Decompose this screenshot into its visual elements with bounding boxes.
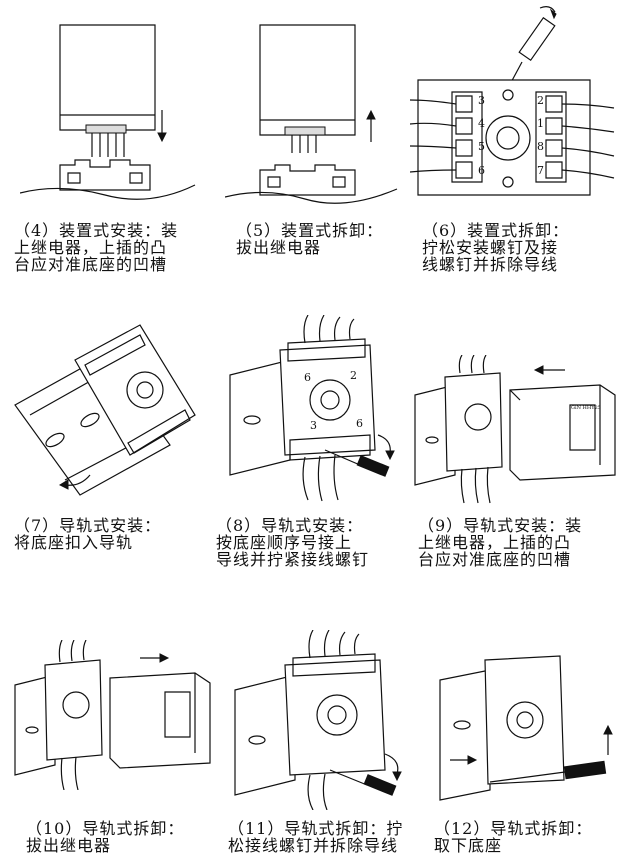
- caption-line: （8）导轨式安装：: [216, 516, 364, 535]
- terminal-label-left-1: 4: [478, 117, 485, 130]
- figure-step-10: [10, 640, 215, 790]
- caption-line: 按底座顺序号接上: [216, 533, 353, 552]
- step8-label-c: 3: [310, 419, 317, 432]
- figure-step-9: GiN HHY25: [410, 355, 620, 505]
- caption-line: 上继电器，上插的凸: [418, 533, 572, 552]
- caption-step-6: （6）装置式拆卸： 拧松安装螺钉及接 线螺钉并拆除导线: [422, 222, 569, 273]
- caption-line: （6）装置式拆卸：: [422, 221, 570, 240]
- caption-step-12: （12）导轨式拆卸： 取下底座: [434, 820, 592, 854]
- caption-line: （4）装置式安装：装: [14, 221, 179, 240]
- caption-line: 拧松安装螺钉及接: [422, 238, 559, 257]
- caption-step-7: （7）导轨式安装： 将底座扣入导轨: [14, 517, 161, 551]
- caption-step-10: （10）导轨式拆卸： 拔出继电器: [26, 820, 184, 854]
- figure-step-5: [225, 15, 400, 210]
- caption-step-11: （11）导轨式拆卸：拧 松接线螺钉并拆除导线: [228, 820, 403, 854]
- terminal-label-right-0: 2: [537, 94, 544, 107]
- caption-line: （10）导轨式拆卸：: [26, 819, 185, 838]
- caption-line: （9）导轨式安装：装: [418, 516, 583, 535]
- caption-line: 将底座扣入导轨: [14, 533, 134, 552]
- step8-label-a: 6: [304, 371, 311, 384]
- step8-label-b: 2: [350, 369, 357, 382]
- caption-line: 导线并拧紧接线螺钉: [216, 550, 370, 569]
- terminal-label-right-3: 7: [537, 164, 544, 177]
- caption-line: 松接线螺钉并拆除导线: [228, 836, 399, 855]
- caption-step-8: （8）导轨式安装： 按底座顺序号接上 导线并拧紧接线螺钉: [216, 517, 369, 568]
- caption-line: 取下底座: [434, 836, 503, 855]
- terminal-label-left-2: 5: [478, 140, 485, 153]
- figure-step-4: [20, 15, 200, 210]
- step8-label-d: 6: [356, 417, 363, 430]
- terminal-label-left-3: 6: [478, 164, 485, 177]
- figure-step-8: 6 2 3 6: [220, 315, 410, 505]
- terminal-label-left-0: 3: [478, 94, 485, 107]
- caption-step-5: （5）装置式拆卸： 拔出继电器: [236, 222, 383, 256]
- caption-line: 上继电器，上插的凸: [14, 238, 168, 257]
- caption-step-9: （9）导轨式安装：装 上继电器，上插的凸 台应对准底座的凹槽: [418, 517, 582, 568]
- terminal-label-right-2: 8: [537, 140, 544, 153]
- caption-line: （7）导轨式安装：: [14, 516, 162, 535]
- terminal-label-right-1: 1: [537, 117, 544, 130]
- figure-step-12: [430, 640, 620, 810]
- caption-line: （5）装置式拆卸：: [236, 221, 384, 240]
- figure-step-7: [10, 315, 200, 505]
- figure-step-6: 3 4 5 6 2 1 8 7: [410, 0, 620, 210]
- caption-line: （11）导轨式拆卸：拧: [228, 819, 404, 838]
- caption-line: 台应对准底座的凹槽: [14, 255, 168, 274]
- caption-line: 线螺钉并拆除导线: [422, 255, 559, 274]
- caption-line: 拔出继电器: [26, 836, 112, 855]
- caption-line: （12）导轨式拆卸：: [434, 819, 593, 838]
- caption-line: 拔出继电器: [236, 238, 322, 257]
- caption-line: 台应对准底座的凹槽: [418, 550, 572, 569]
- caption-step-4: （4）装置式安装：装 上继电器，上插的凸 台应对准底座的凹槽: [14, 222, 178, 273]
- figure-step-11: [225, 630, 420, 810]
- relay-brand-label: GiN HHY25: [571, 405, 601, 411]
